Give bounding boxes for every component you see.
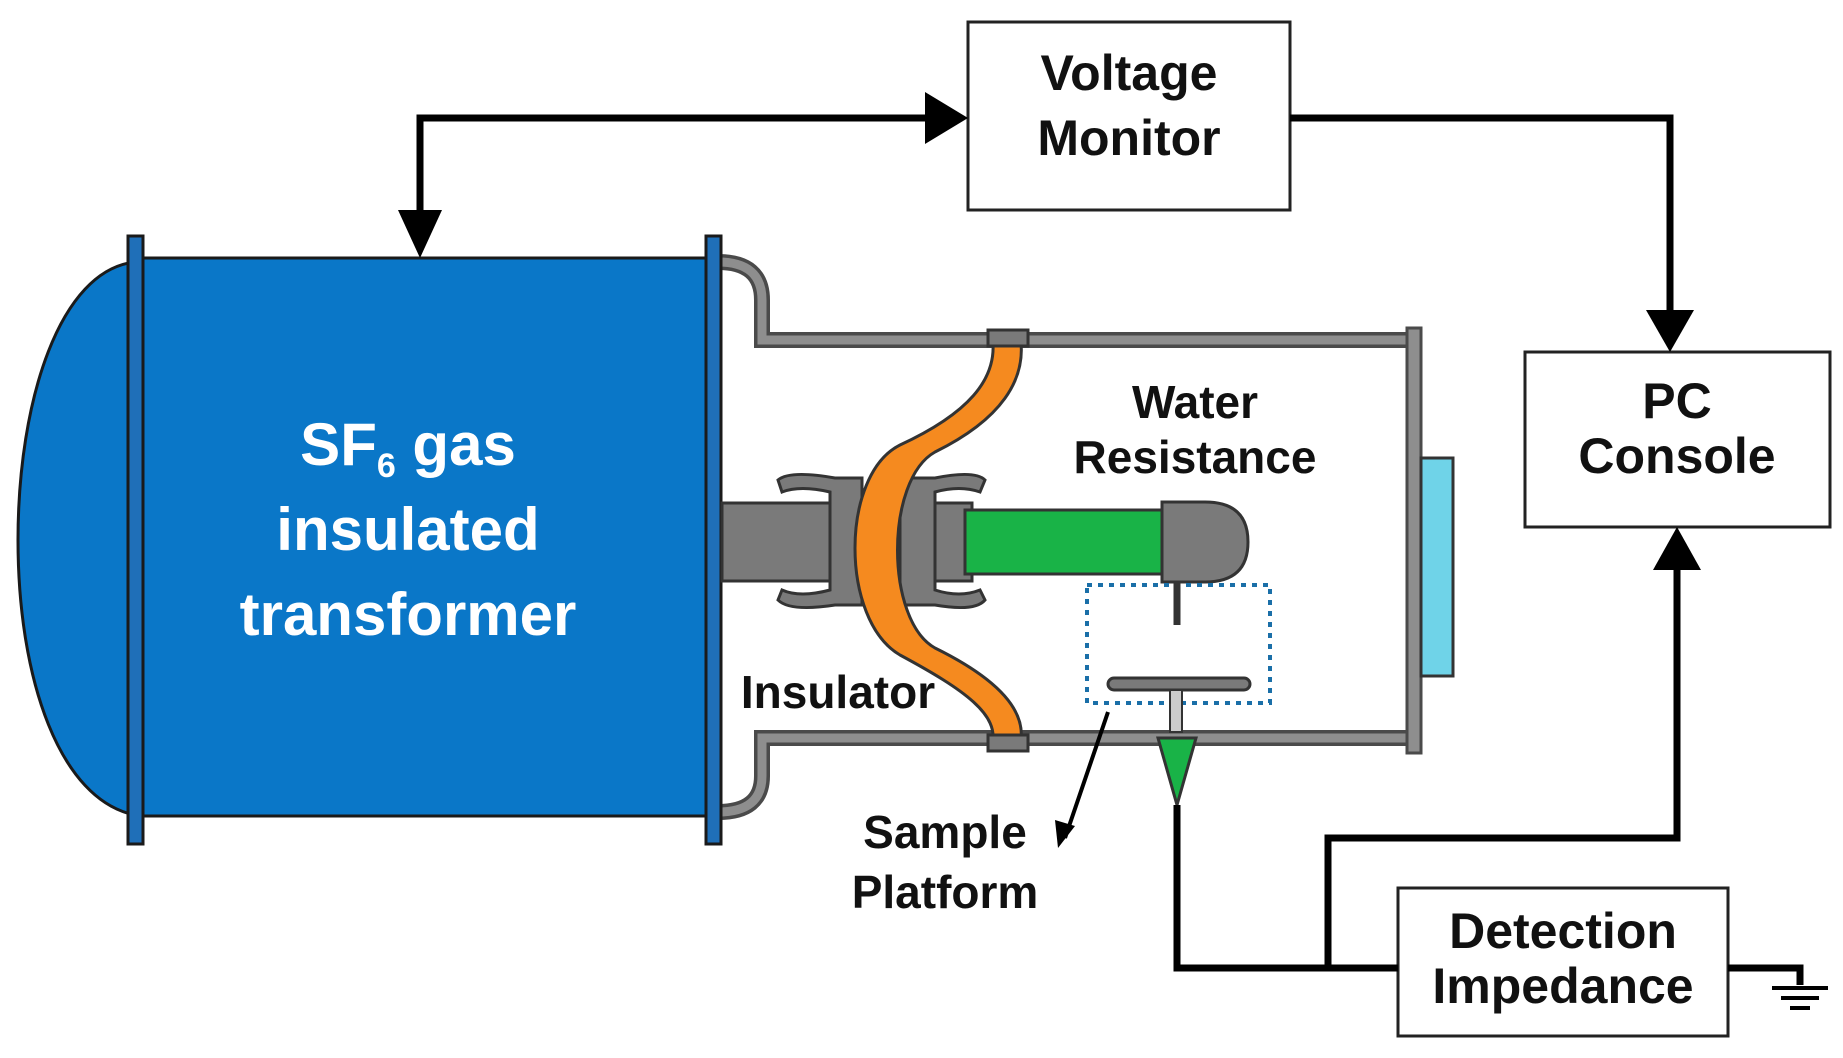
wire-transformer-to-voltage-monitor [416,114,935,225]
right-clamp [898,473,987,610]
sample-platform-pointer [1063,711,1110,839]
insulator-label: Insulator [741,666,935,718]
sample-platform-pointer-arrowhead [1055,820,1075,848]
insulator-top-mount [986,328,1030,348]
detection-impedance-label-line2: Impedance [1432,958,1693,1014]
transformer-label-line2: insulated [276,496,539,563]
voltage-monitor-label-line1: Voltage [1041,45,1218,101]
detection-impedance-label-line1: Detection [1449,903,1677,959]
chamber-end-wall [1405,326,1423,755]
water-resistance [963,508,1172,576]
transformer-label-line1: SF6 gas [300,411,516,485]
test-chamber [717,254,1455,820]
platform-stem [1169,689,1183,733]
hv-electrode [1160,500,1250,584]
signal-wires [416,114,1804,985]
insulator-bottom-mount [986,733,1030,753]
sample-platform-label-line1: Sample [863,806,1027,858]
wire-detection-to-pc [1324,562,1681,968]
chamber-top-wall [717,254,1414,348]
pc-console-box: PC Console [1523,350,1832,529]
pc-console-label-line2: Console [1578,428,1775,484]
sample-platform-label-line2: Platform [852,866,1039,918]
sf6-transformer: SF6 gas insulated transformer [16,234,723,846]
transformer-body [133,256,715,818]
left-clamp [776,473,864,610]
arrowhead-into-voltage-monitor [925,92,968,144]
wire-voltage-monitor-to-pc [1290,114,1674,320]
wire-sample-to-detection [1173,805,1398,972]
transformer-right-flange [704,234,723,846]
sample-area [1085,582,1272,811]
arrowhead-into-pc-console-top [1646,310,1694,352]
pc-console-label-line1: PC [1642,373,1711,429]
transformer-label-line3: transformer [240,581,577,648]
transformer-dome [16,260,137,817]
ground-feedthrough [1156,736,1198,811]
detection-impedance-box: Detection Impedance [1396,886,1730,1038]
wire-detection-to-ground [1728,964,1804,985]
sample-platform-plate [1106,676,1252,692]
hv-conductor [720,473,1250,610]
voltage-monitor-label-line2: Monitor [1037,110,1220,166]
water-resistance-label-line2: Resistance [1074,431,1317,483]
arrowhead-into-transformer [398,210,442,258]
ground-icon [1772,986,1828,1010]
water-resistance-label-line1: Water [1132,376,1258,428]
voltage-monitor-box: Voltage Monitor [966,20,1292,212]
observation-window [1419,456,1455,678]
transformer-left-flange [126,234,145,846]
chamber-bottom-wall [717,730,1414,820]
arrowhead-into-pc-console-bottom [1653,527,1701,570]
